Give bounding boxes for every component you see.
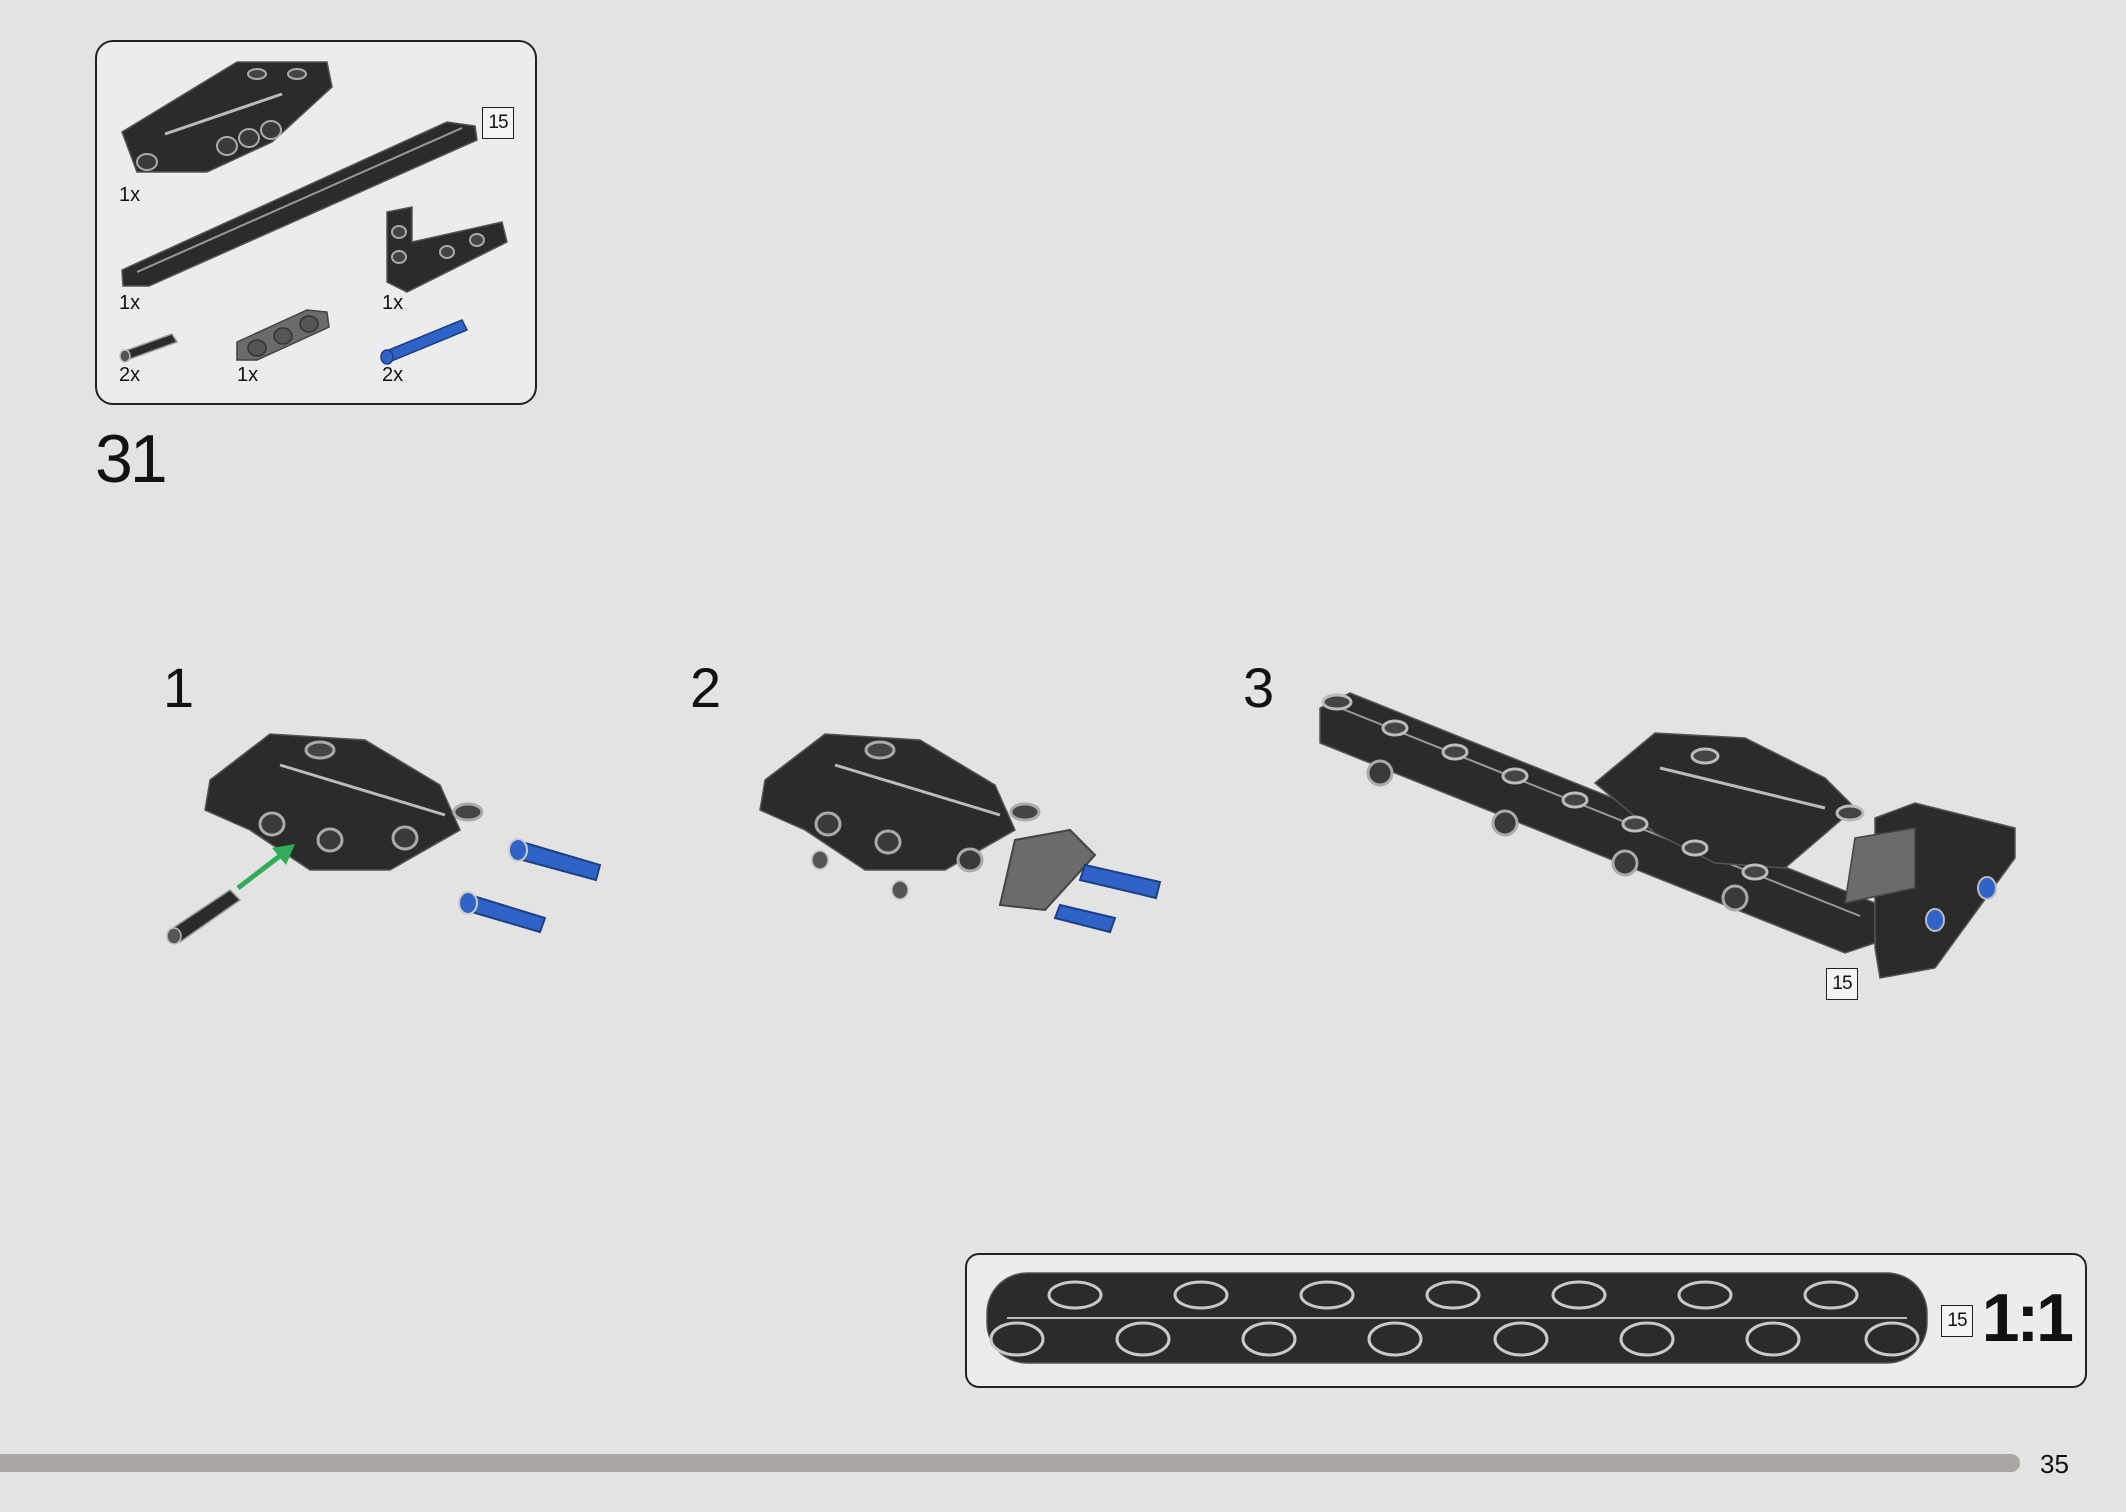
black-angled-beam-icon — [386, 206, 508, 293]
parts-list-box: 1x 1x 1x 2x 1x 2x 15 — [95, 40, 537, 405]
substep-1-number: 1 — [163, 656, 194, 719]
qty-friction-pin: 2x — [119, 364, 141, 386]
substep-3-number: 3 — [1243, 656, 1274, 719]
black-beam-15-icon — [121, 121, 478, 287]
substep-1-illustration — [166, 733, 602, 945]
insert-arrow-icon — [236, 844, 295, 890]
step-number: 31 — [95, 421, 168, 497]
black-friction-pin-icon — [166, 889, 242, 945]
qty-angled-beam: 1x — [382, 292, 404, 314]
grey-beam-3-icon — [236, 309, 330, 361]
qty-blue-axle-pin: 2x — [382, 364, 404, 386]
qty-frame: 1x — [119, 184, 141, 206]
substep-2-number: 2 — [690, 656, 721, 719]
substep-3-illustration — [1319, 692, 2016, 979]
scale-callout-box: 15 1:1 — [965, 1253, 2087, 1388]
page-number: 35 — [2040, 1449, 2069, 1479]
black-beam-15-icon — [986, 1272, 1928, 1364]
scale-length-badge: 15 — [1941, 1305, 1973, 1337]
substep-3-length-badge: 15 — [1826, 968, 1858, 1000]
blue-axle-pin-icon — [380, 319, 469, 365]
qty-grey-beam-3: 1x — [237, 364, 259, 386]
page-progress-bar — [0, 1454, 2020, 1472]
black-friction-pin-icon — [119, 333, 179, 363]
substep-2-illustration — [759, 733, 1162, 934]
length-badge: 15 — [482, 107, 514, 139]
qty-beam-15: 1x — [119, 292, 141, 314]
black-frame-part-icon — [119, 61, 508, 365]
scale-text: 1:1 — [1981, 1280, 2074, 1356]
blue-axle-pin-icon — [458, 838, 602, 934]
